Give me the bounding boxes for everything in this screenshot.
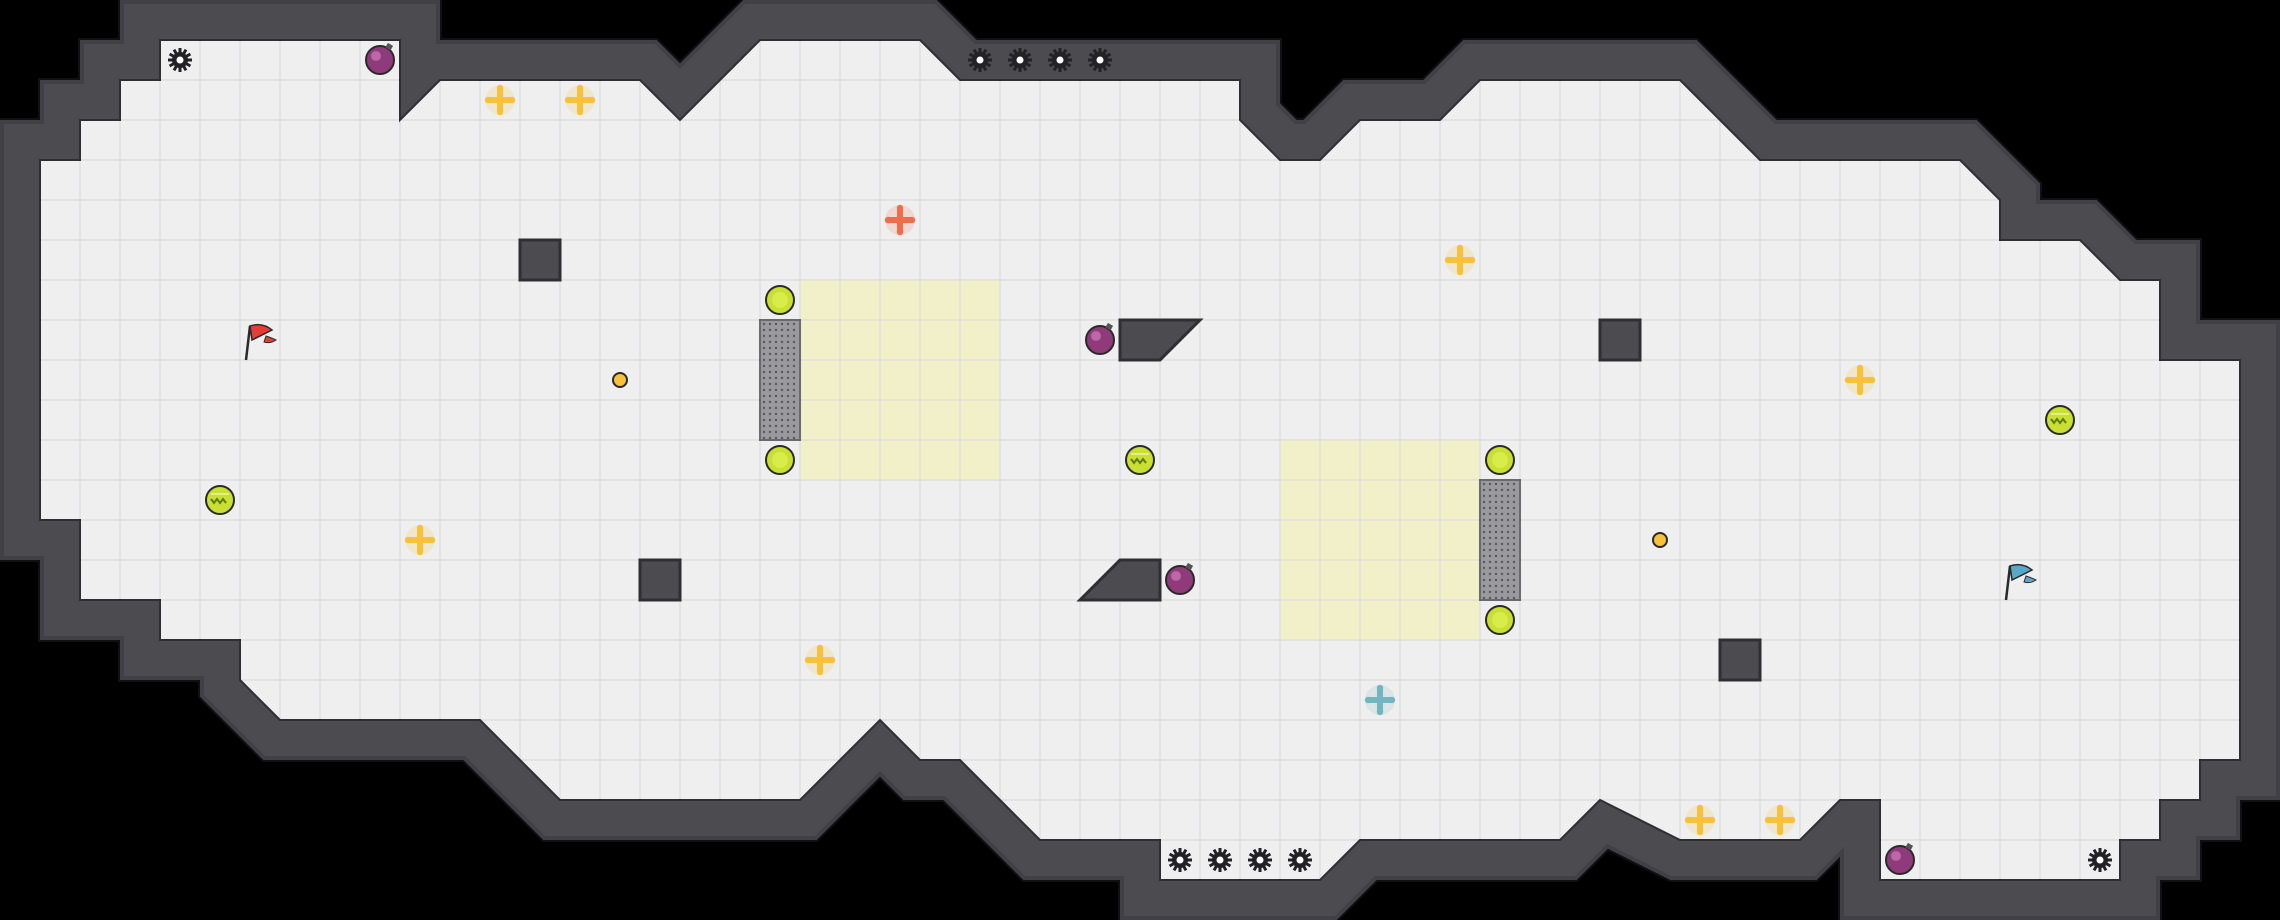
spike-icon [168, 48, 192, 72]
button-icon [765, 285, 795, 315]
bomb-icon [365, 42, 395, 75]
powerup-icon [804, 644, 836, 676]
gate-icon [1479, 479, 1521, 601]
powerup-icon [484, 84, 516, 116]
wall-block [1718, 638, 1762, 682]
button-icon [1485, 605, 1515, 635]
spike-icon [1208, 848, 1232, 872]
powerup-icon [404, 524, 436, 556]
marker-dot [1652, 532, 1668, 548]
spike-icon [1168, 848, 1192, 872]
bomb-icon [1165, 562, 1195, 595]
powerup-icon [1684, 804, 1716, 836]
button-icon [1485, 445, 1515, 475]
powerup-icon [1844, 364, 1876, 396]
spike-icon [1248, 848, 1272, 872]
wall-block [638, 558, 682, 602]
powerup-icon [564, 84, 596, 116]
marker-dot [612, 372, 628, 388]
wall-block [518, 238, 562, 282]
spike-icon [1088, 48, 1112, 72]
gate-icon [759, 319, 801, 441]
bomb-icon [1085, 322, 1115, 355]
spike-icon [1008, 48, 1032, 72]
yellow-zone [1280, 440, 1480, 640]
bomb-icon [1885, 842, 1915, 875]
powerup-icon [1444, 244, 1476, 276]
floor-edge [39, 39, 2241, 881]
red-flag-icon [244, 323, 277, 361]
spike-icon [1288, 848, 1312, 872]
spike-icon [1048, 48, 1072, 72]
wall-block [1598, 318, 1642, 362]
team-boost-icon [1125, 445, 1155, 475]
wall-wedge [1118, 318, 1204, 362]
yellow-zone [800, 280, 1000, 480]
button-icon [765, 445, 795, 475]
powerup-icon [1364, 684, 1396, 716]
powerup-icon [1764, 804, 1796, 836]
blue-flag-icon [2004, 563, 2037, 601]
team-boost-icon [2045, 405, 2075, 435]
powerup-icon [884, 204, 916, 236]
spike-icon [2088, 848, 2112, 872]
team-boost-icon [205, 485, 235, 515]
spike-icon [968, 48, 992, 72]
wall-wedge [1076, 558, 1162, 602]
